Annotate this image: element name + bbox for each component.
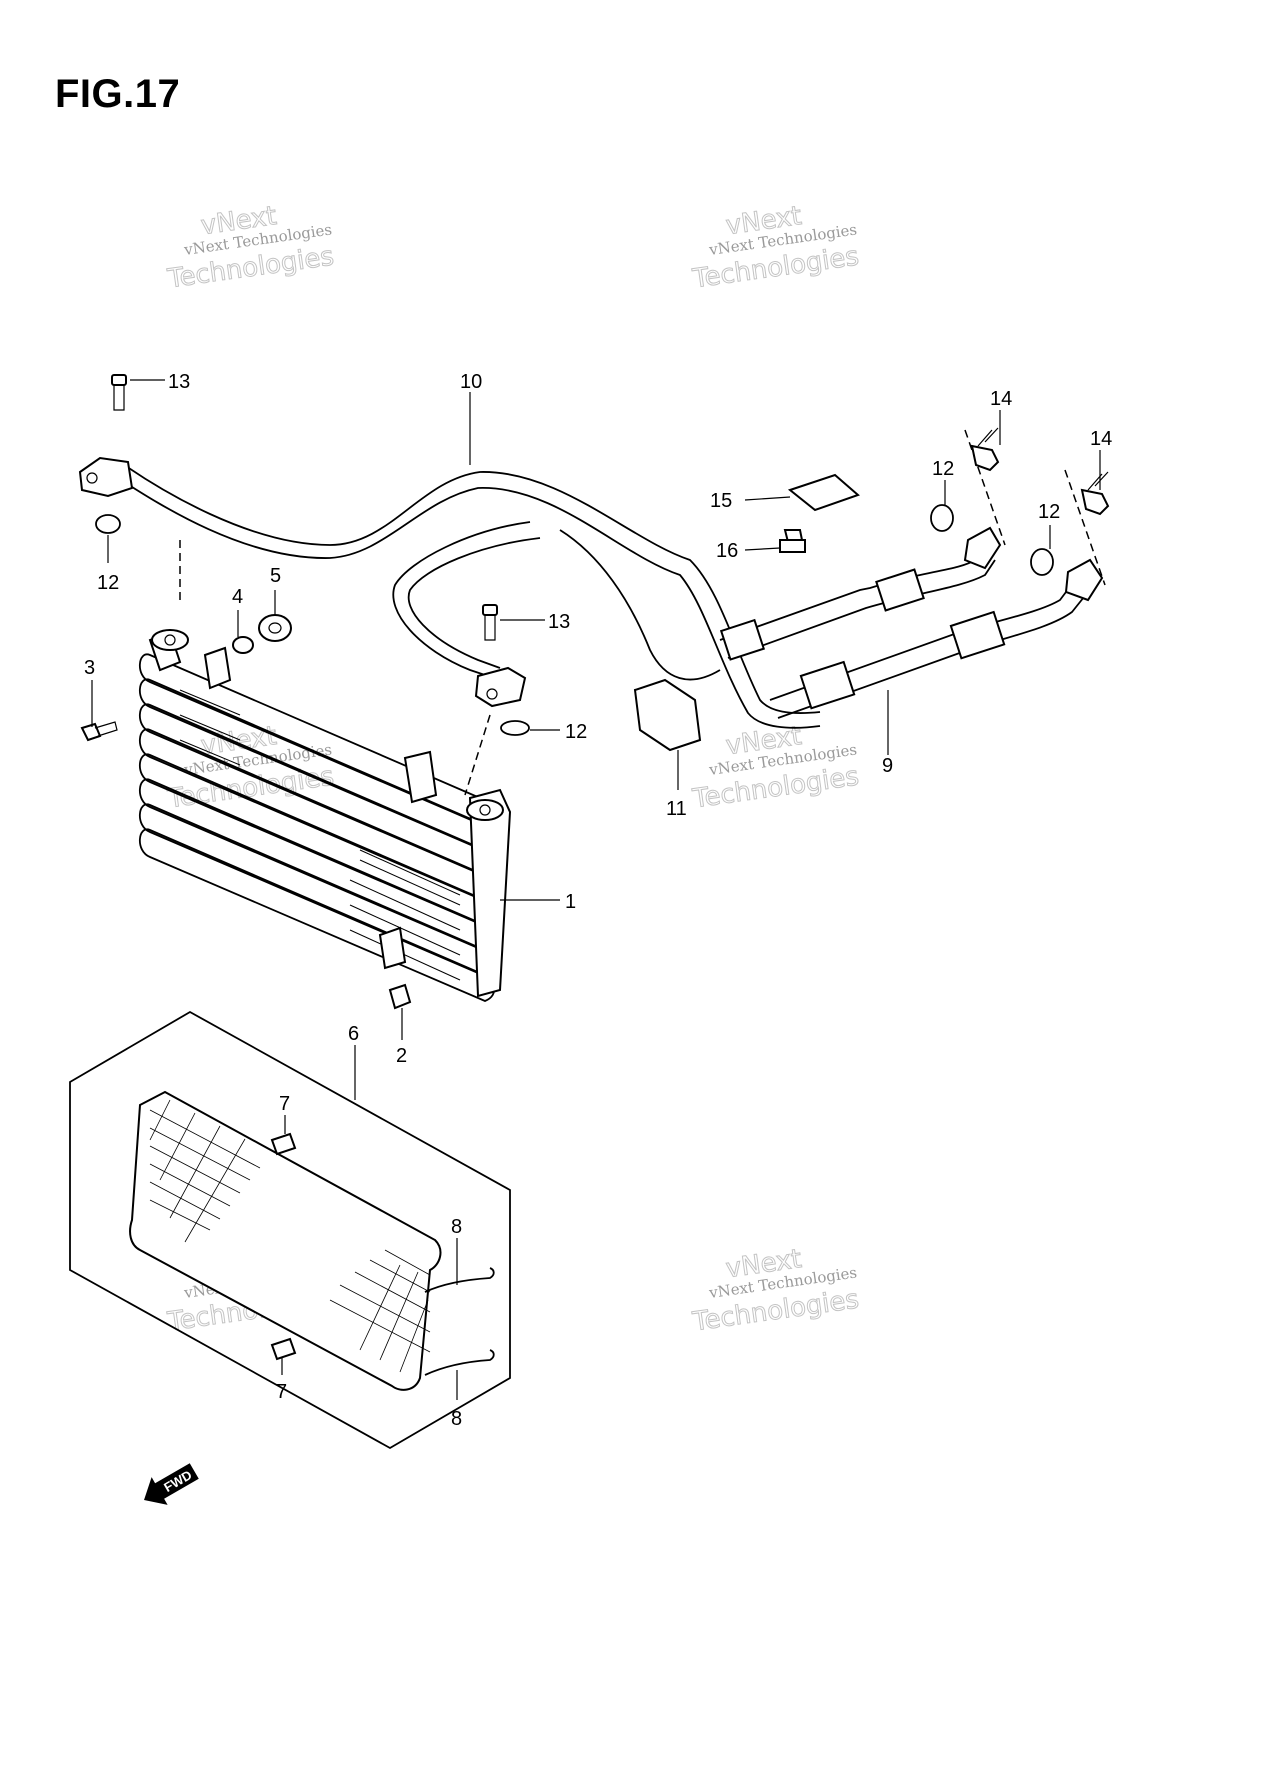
callout-14: 14 (1090, 428, 1112, 450)
callout-8: 8 (451, 1408, 462, 1430)
callout-15: 15 (710, 490, 732, 512)
callout-6: 6 (348, 1023, 359, 1045)
fwd-arrow-icon: FWD (144, 1463, 199, 1505)
oil-pipe-10 (78, 456, 821, 729)
callout-16: 16 (716, 540, 738, 562)
callout-9: 9 (882, 755, 893, 777)
callout-8: 8 (451, 1216, 462, 1238)
callout-14: 14 (990, 388, 1012, 410)
oil-hose-9 (719, 526, 1104, 719)
callout-12: 12 (932, 458, 954, 480)
assembly-dash-lines (179, 429, 1106, 796)
callout-7: 7 (279, 1093, 290, 1115)
callout-labels: 13 10 14 14 12 12 15 16 12 4 5 3 13 12 1… (84, 371, 1112, 1430)
callout-12: 12 (1038, 501, 1060, 523)
callout-13: 13 (168, 371, 190, 393)
callout-2: 2 (396, 1045, 407, 1067)
callout-10: 10 (460, 371, 482, 393)
callout-12: 12 (565, 721, 587, 743)
callout-3: 3 (84, 657, 95, 679)
callout-13: 13 (548, 611, 570, 633)
figure-title: FIG.17 (55, 72, 181, 116)
callout-12: 12 (97, 572, 119, 594)
callout-leaders (91, 379, 1101, 1400)
callout-5: 5 (270, 565, 281, 587)
callout-1: 1 (565, 891, 576, 913)
small-parts (80, 374, 1110, 1010)
oil-cooler-1 (138, 629, 512, 1002)
callout-4: 4 (232, 586, 243, 608)
cooler-guard-6 (69, 1010, 511, 1450)
callout-7: 7 (276, 1381, 287, 1403)
callout-11: 11 (666, 798, 687, 820)
